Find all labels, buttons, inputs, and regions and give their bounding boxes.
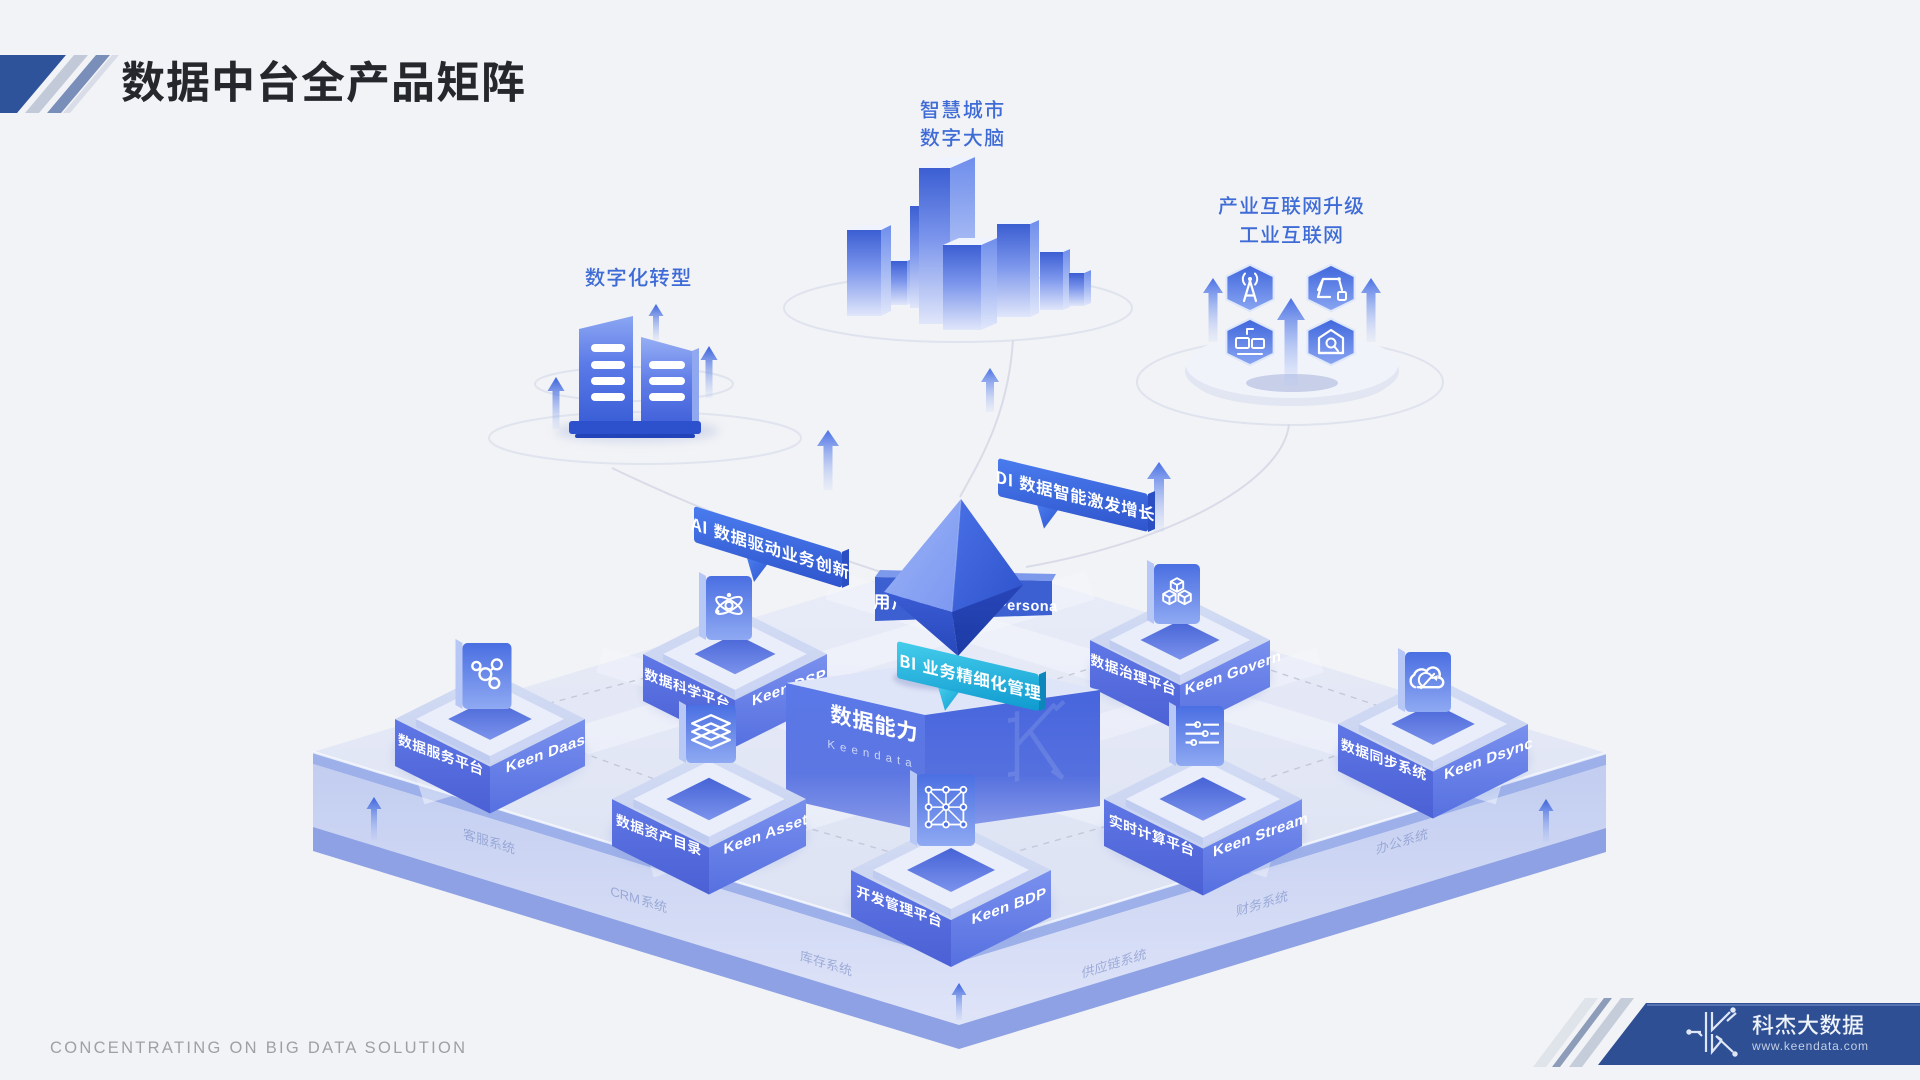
svg-text:www.keendata.com: www.keendata.com [1751, 1039, 1869, 1053]
svg-text:CONCENTRATING ON BIG DATA SOLU: CONCENTRATING ON BIG DATA SOLUTION [50, 1039, 467, 1057]
svg-text:Persona: Persona [997, 598, 1058, 615]
